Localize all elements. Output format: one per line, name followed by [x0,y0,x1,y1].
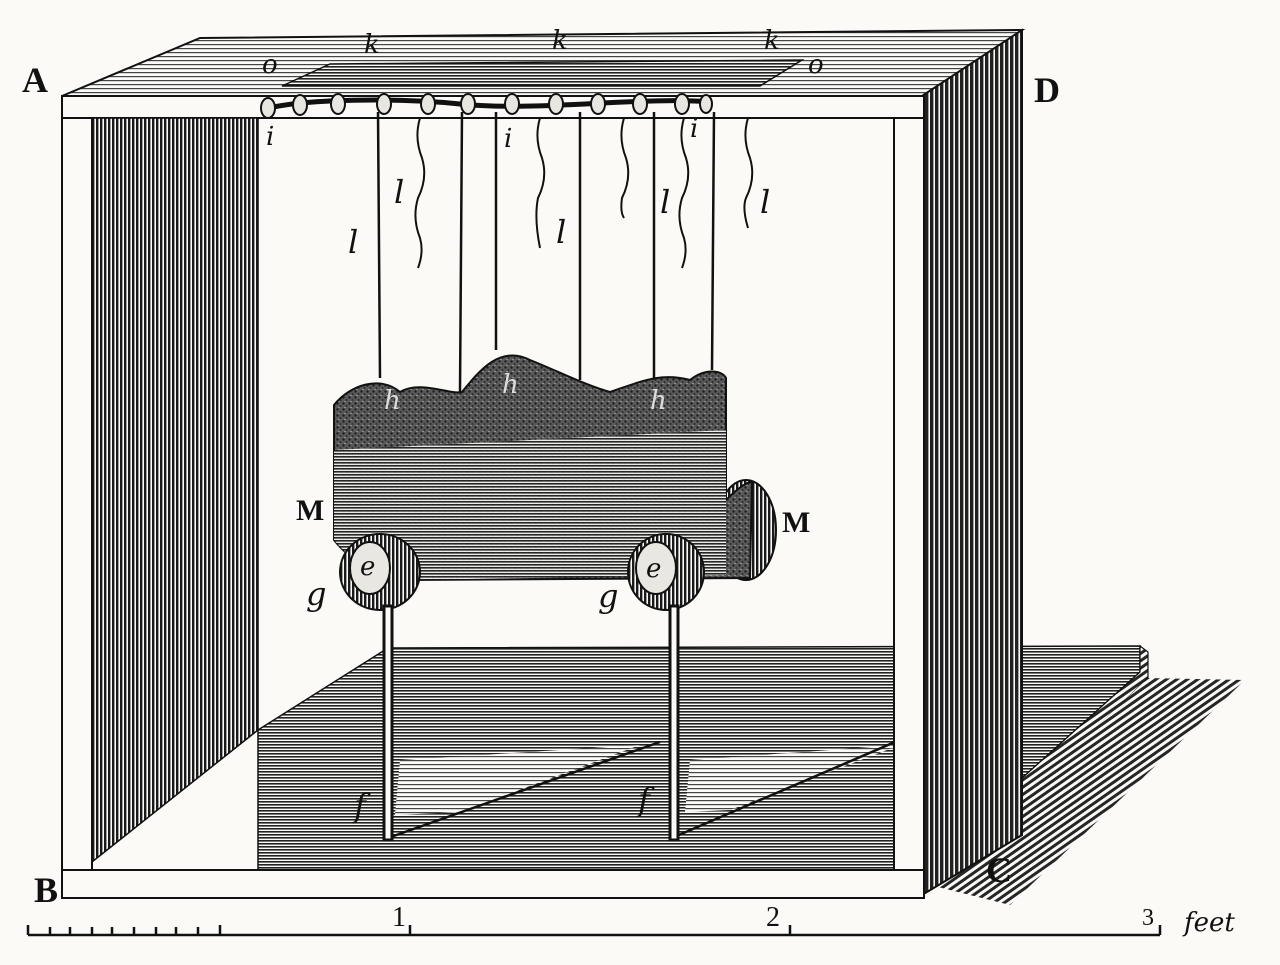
bark-label-h2: h [502,370,519,400]
slot-label-left: o [262,50,278,80]
line-label-l4: l [660,183,671,221]
hook-label-i3: i [690,114,699,144]
leg-label-f2: f [638,781,650,819]
twisted-cord [260,93,713,119]
corner-label-a: A [22,60,48,100]
bark-label-h3: h [650,386,667,416]
clamp-label-e1: e [360,552,376,582]
slot-label-right: o [808,50,824,80]
floor-shadow [257,644,1245,905]
corner-label-c: C [986,850,1012,890]
bark-label-h1: h [384,386,401,416]
clamp-label-g1: g [306,575,327,613]
log-label-m-left: M [296,494,325,527]
hanging-strings [376,111,716,393]
right-panel [921,28,1023,897]
scale-bar [26,925,1162,937]
hook-label-i2: i [504,124,513,154]
legs [382,604,680,842]
clamp-left [339,533,421,611]
clamp-label-g2: g [598,577,619,615]
line-label-l5: l [760,183,771,221]
log-label-m-right: M [782,506,811,539]
leg-label-f1: f [354,787,366,825]
clamp-label-e2: e [646,554,662,584]
line-label-l2: l [394,173,405,211]
log [333,354,777,611]
scale-mark-1: 1 [392,902,406,933]
scale-mark-2: 2 [766,902,780,933]
top-label-k3: k [764,26,780,56]
loose-threads [414,117,754,269]
front-frame [61,117,925,899]
hook-label-i1: i [266,122,275,152]
line-label-l3: l [556,213,567,251]
scale-unit: feet [1184,908,1235,938]
corner-label-b: B [34,870,59,910]
line-label-l1: l [348,223,359,261]
clamp-right [627,533,705,611]
scale-mark-3: 3 [1142,905,1154,931]
corner-label-d: D [1034,70,1060,110]
top-label-k2: k [552,26,568,56]
top-label-k1: k [364,30,380,60]
